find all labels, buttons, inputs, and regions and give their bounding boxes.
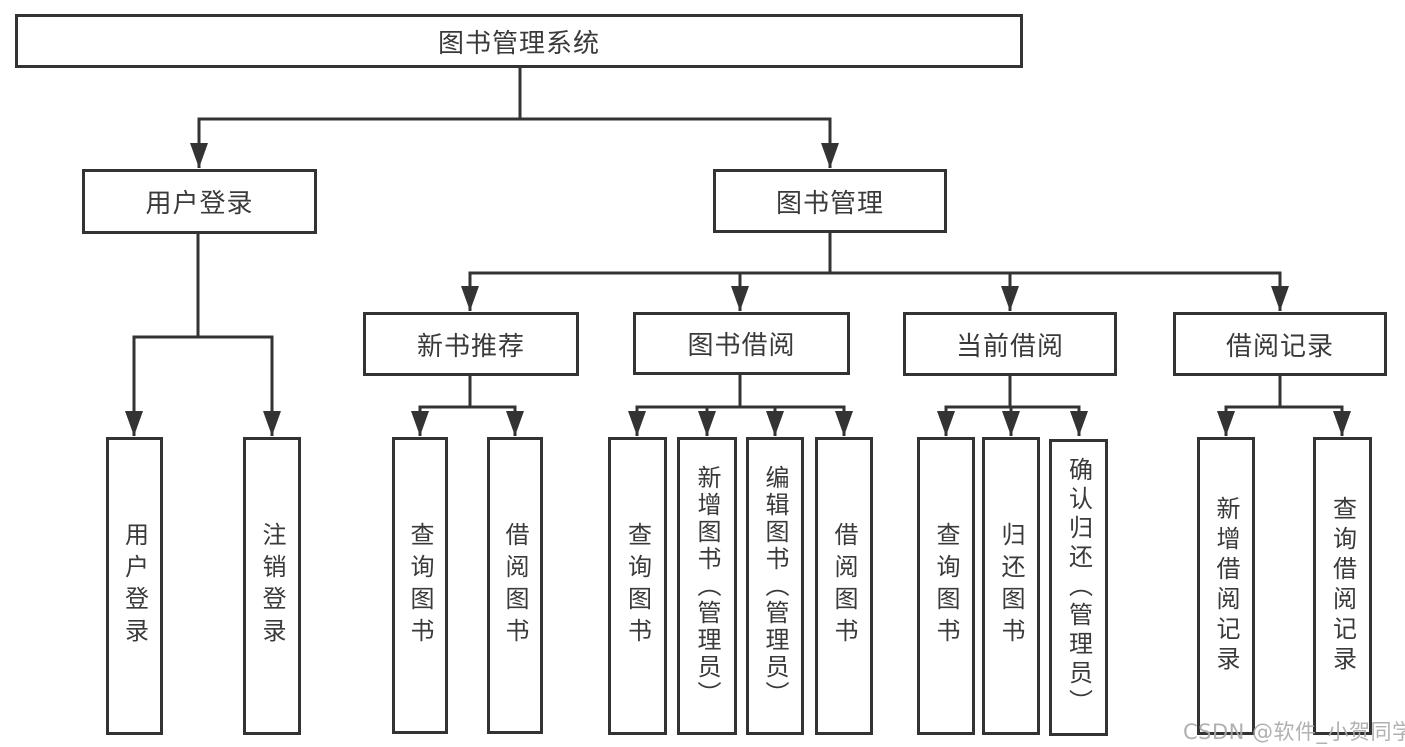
node-label: 新增图书（管理员） xyxy=(693,464,721,708)
connector-trunks xyxy=(132,66,1344,409)
node-label: 查询借阅记录 xyxy=(1328,496,1357,676)
node-label: 确认归还（管理员） xyxy=(1064,457,1093,718)
node-user-login: 用户登录 xyxy=(82,169,317,234)
node-label: 注销登录 xyxy=(258,522,286,650)
node-leaf-borrow-books: 借阅图书 xyxy=(815,437,873,735)
node-leaf-user-login: 用户登录 xyxy=(106,437,163,735)
node-label: 图书管理 xyxy=(775,188,884,219)
node-leaf-add-borrow-record: 新增借阅记录 xyxy=(1197,437,1255,735)
node-label: 图书管理系统 xyxy=(437,28,600,59)
node-label: 新书推荐 xyxy=(416,331,525,362)
node-leaf-query-borrow-record: 查询借阅记录 xyxy=(1313,437,1372,735)
node-label: 用户登录 xyxy=(120,522,149,650)
node-label: 用户登录 xyxy=(145,189,254,219)
node-leaf-add-books-admin: 新增图书（管理员） xyxy=(677,437,737,735)
node-label: 查询图书 xyxy=(406,521,434,650)
node-label: 借阅图书 xyxy=(501,521,529,650)
node-leaf-edit-books-admin: 编辑图书（管理员） xyxy=(746,437,804,735)
node-book-management: 图书管理 xyxy=(713,169,947,233)
node-label: 编辑图书（管理员） xyxy=(761,464,789,708)
node-leaf-confirm-return-admin: 确认归还（管理员） xyxy=(1049,439,1108,736)
csdn-watermark: CSDN @软件_小贺同学 xyxy=(1183,720,1405,744)
node-borrowing-records: 借阅记录 xyxy=(1173,312,1387,376)
node-label: 借阅记录 xyxy=(1225,331,1334,362)
node-current-borrowing: 当前借阅 xyxy=(903,312,1117,376)
node-library-management-system: 图书管理系统 xyxy=(15,14,1023,68)
node-label: 当前借阅 xyxy=(955,331,1064,362)
node-new-book-recommendation: 新书推荐 xyxy=(363,312,579,376)
node-label: 新增借阅记录 xyxy=(1212,496,1240,676)
node-leaf-logout: 注销登录 xyxy=(243,437,301,735)
node-leaf-query-books-borrow: 查询图书 xyxy=(608,437,667,735)
node-leaf-query-books-recommend: 查询图书 xyxy=(392,437,448,734)
node-label: 借阅图书 xyxy=(830,522,858,650)
node-label: 查询图书 xyxy=(932,522,960,650)
node-leaf-query-books-current: 查询图书 xyxy=(917,437,975,735)
connector-arrows xyxy=(125,119,1351,436)
node-book-borrowing: 图书借阅 xyxy=(633,312,850,375)
node-leaf-return-books: 归还图书 xyxy=(982,437,1040,735)
node-label: 图书借阅 xyxy=(687,331,796,361)
node-label: 归还图书 xyxy=(997,522,1025,650)
node-leaf-borrow-books-recommend: 借阅图书 xyxy=(487,437,543,734)
node-label: 查询图书 xyxy=(623,522,652,650)
